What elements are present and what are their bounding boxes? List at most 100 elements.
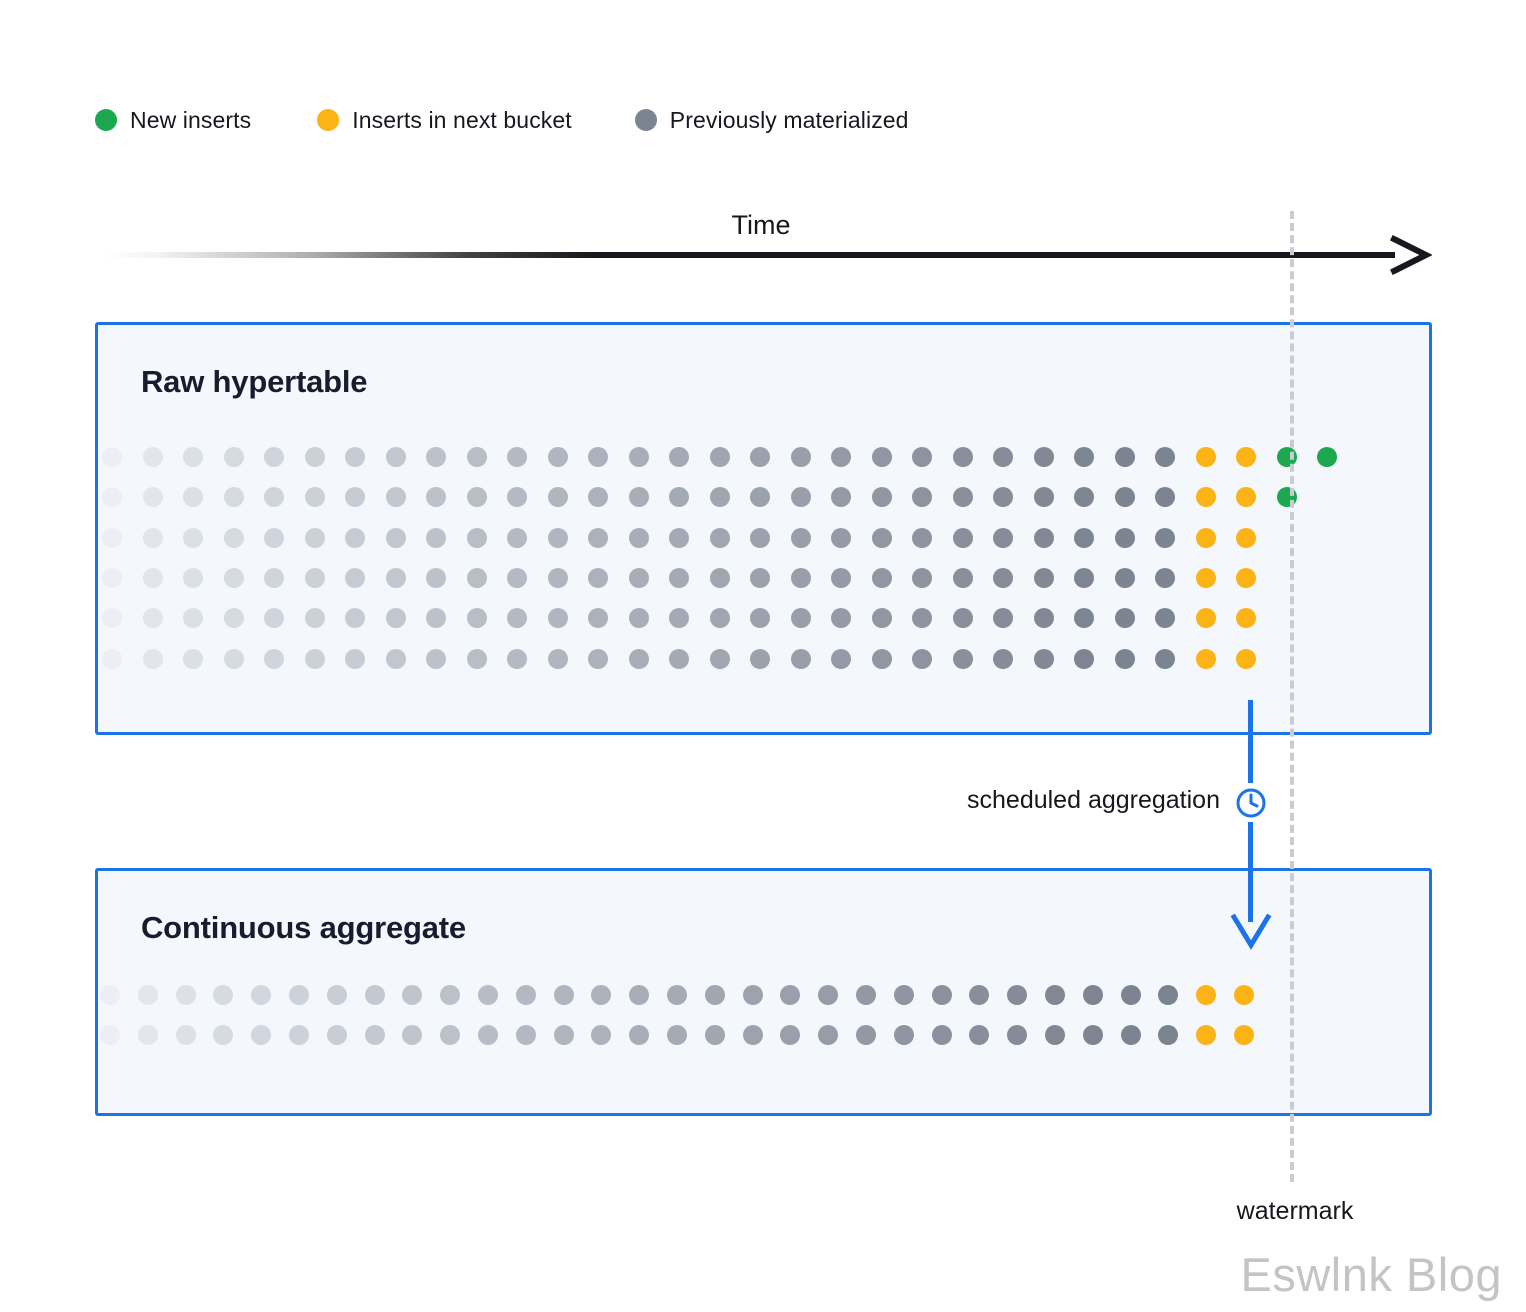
data-dot: [588, 527, 608, 548]
data-dot: [790, 527, 811, 548]
data-dot: [831, 608, 851, 629]
data-dot: [1195, 567, 1216, 588]
data-dot: [1155, 608, 1175, 629]
data-dot: [507, 487, 527, 508]
data-dot: [385, 487, 406, 508]
data-dot: [912, 487, 932, 508]
data-dot: [790, 567, 811, 588]
data-dot: [142, 447, 163, 467]
data-dot: [669, 487, 689, 508]
time-arrow-head-icon: [1389, 234, 1432, 276]
data-dot: [1074, 527, 1094, 548]
data-dot: [1236, 447, 1256, 467]
data-dot: [993, 567, 1013, 588]
data-dot: [213, 1025, 234, 1045]
data-dot: [304, 648, 325, 669]
data-dot: [1114, 567, 1135, 588]
data-dot: [669, 608, 689, 629]
data-dot: [515, 985, 536, 1005]
time-axis-line: [105, 252, 1395, 258]
data-dot: [213, 985, 234, 1005]
data-dot: [1155, 527, 1175, 548]
data-dot: [993, 487, 1013, 508]
data-dot: [1195, 447, 1216, 467]
data-dot: [1033, 648, 1054, 669]
watermark-dashed-line: [1290, 211, 1294, 1182]
data-dot: [426, 447, 446, 467]
data-dot: [912, 608, 932, 629]
data-dot: [304, 447, 325, 467]
data-dot: [871, 567, 892, 588]
data-dot: [871, 608, 892, 629]
data-dot: [507, 648, 527, 669]
data-dot: [1196, 1025, 1217, 1045]
data-dot: [1155, 567, 1175, 588]
data-dot: [912, 527, 932, 548]
data-dot: [1033, 567, 1054, 588]
data-dot: [1158, 985, 1179, 1005]
orange-dot-icon: [317, 109, 340, 131]
data-dot: [667, 985, 687, 1005]
data-dot: [1236, 567, 1256, 588]
data-dot: [440, 1025, 461, 1045]
data-dot: [466, 608, 487, 629]
data-dot: [385, 608, 406, 629]
data-dot: [402, 1025, 423, 1045]
data-dot: [1195, 608, 1216, 629]
data-dot: [223, 608, 244, 629]
data-dot: [742, 985, 763, 1005]
data-dot: [750, 608, 770, 629]
data-dot: [1234, 985, 1254, 1005]
data-dot: [1114, 447, 1135, 467]
data-dot: [364, 1025, 385, 1045]
data-dot: [669, 567, 689, 588]
data-dot: [1033, 487, 1054, 508]
data-dot: [709, 567, 730, 588]
data-dot: [831, 487, 851, 508]
data-dot: [364, 985, 385, 1005]
data-dot: [547, 608, 568, 629]
data-dot: [750, 648, 770, 669]
data-dot: [100, 1025, 120, 1045]
data-dot: [1033, 447, 1054, 467]
data-dot: [628, 608, 649, 629]
legend-label-inserts-next-bucket: Inserts in next bucket: [352, 106, 572, 133]
scheduled-aggregation-line-upper: [1248, 700, 1253, 783]
data-dot: [669, 648, 689, 669]
data-dot: [1236, 527, 1256, 548]
data-dot: [588, 608, 608, 629]
data-dot: [183, 608, 203, 629]
data-dot: [969, 985, 990, 1005]
data-dot: [547, 487, 568, 508]
legend-item-new-inserts: New inserts: [95, 107, 251, 134]
data-dot: [709, 447, 730, 467]
data-dot: [931, 1025, 952, 1045]
data-dot: [345, 527, 365, 548]
data-dot: [1074, 608, 1094, 629]
data-dot: [264, 608, 284, 629]
data-dot: [912, 648, 932, 669]
data-dot: [515, 1025, 536, 1045]
data-dot: [588, 567, 608, 588]
data-dot: [1114, 608, 1135, 629]
data-dot: [856, 1025, 876, 1045]
data-dot: [871, 487, 892, 508]
data-dot: [1195, 487, 1216, 508]
data-dot: [831, 527, 851, 548]
legend-label-new-inserts: New inserts: [130, 106, 252, 133]
data-dot: [1120, 1025, 1141, 1045]
data-dot: [466, 447, 487, 467]
data-dot: [102, 608, 122, 629]
data-dot: [547, 567, 568, 588]
data-dot: [628, 567, 649, 588]
data-dot: [326, 1025, 347, 1045]
data-dot: [183, 648, 203, 669]
data-dot: [750, 447, 770, 467]
data-dot: [790, 608, 811, 629]
data-dot: [818, 985, 839, 1005]
data-dot: [345, 487, 365, 508]
data-dot: [304, 527, 325, 548]
data-dot: [952, 447, 973, 467]
data-dot: [478, 1025, 498, 1045]
